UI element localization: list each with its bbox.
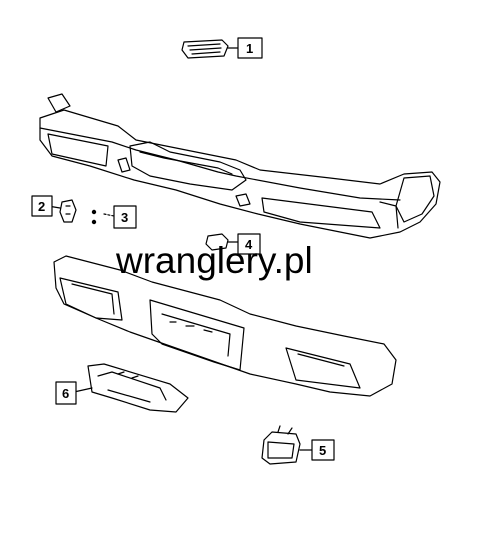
- callout-label-6: 6: [62, 386, 69, 401]
- callout-box-1: [237, 37, 263, 59]
- mounting-bracket-icon: [87, 363, 189, 413]
- callout-label-4: 4: [245, 237, 253, 252]
- upper-bumper-fascia: [39, 93, 441, 239]
- callout-label-1: 1: [246, 41, 253, 56]
- callout-box-5: [311, 439, 335, 461]
- bracket-icon: [59, 199, 77, 223]
- fastener-icon: [91, 209, 97, 225]
- watermark-text: wranglery.pl: [116, 240, 313, 281]
- clip-icon: [205, 233, 229, 251]
- callout-box-3: [113, 205, 137, 229]
- callout-label-5: 5: [319, 443, 326, 458]
- callout-box-4: [237, 233, 261, 255]
- callout-label-3: 3: [121, 210, 128, 225]
- leader-line-3: [103, 213, 115, 217]
- lamp-housing-icon: [261, 425, 301, 465]
- callout-box-6: [55, 381, 77, 405]
- step-pad-icon: [181, 39, 229, 59]
- callout-label-2: 2: [38, 199, 45, 214]
- leader-line-6: [73, 387, 93, 393]
- bumper-reinforcement: [53, 255, 397, 397]
- callout-box-2: [31, 195, 53, 217]
